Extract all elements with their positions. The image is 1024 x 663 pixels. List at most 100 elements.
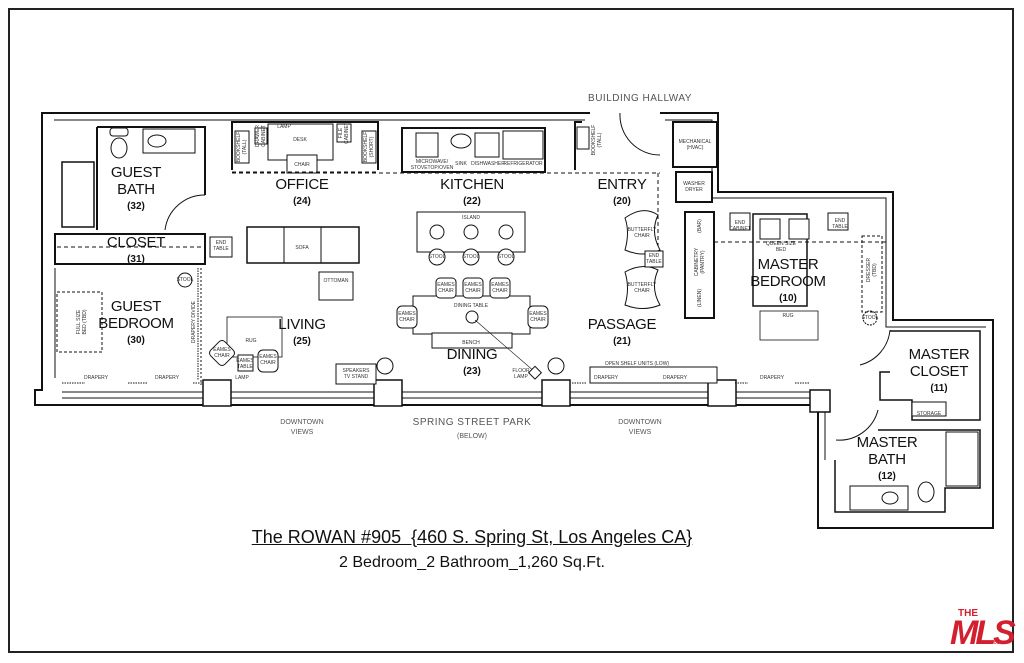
end-table-label: END TABLE: [832, 218, 848, 230]
downtown-views-label: DOWNTOWN VIEWS: [280, 419, 324, 436]
drapery-label: DRAPERY: [759, 375, 785, 381]
ottoman-label: OTTOMAN: [323, 278, 349, 284]
room-master-bath: MASTER BATH (12): [857, 434, 918, 485]
room-name: DINING: [446, 346, 498, 363]
eames-chair-label: EAMES CHAIR: [491, 282, 509, 294]
sofa-label: SOFA: [295, 245, 309, 251]
mls-logo: THE MLS .com: [948, 606, 1016, 652]
dining-table-label: DINING TABLE: [453, 303, 489, 309]
downtown-views-label: DOWNTOWN VIEWS: [618, 419, 662, 436]
tv-stand-label: SPEAKERS TV STAND: [342, 368, 370, 380]
bench-label: BENCH: [462, 340, 480, 346]
logo-mls: MLS: [950, 614, 1016, 652]
end-cabinet-label: END CABINET: [729, 220, 751, 232]
room-number: (32): [127, 201, 145, 212]
end-table-label: END TABLE: [213, 240, 229, 252]
room-name: ENTRY: [597, 176, 647, 193]
room-number: (21): [613, 336, 631, 347]
rug-label: RUG: [245, 338, 257, 344]
dresser-label: DRESSER (TBD): [866, 257, 878, 283]
storage-label: STORAGE: [916, 411, 942, 417]
park-below-note: (BELOW): [457, 433, 487, 440]
room-name: PASSAGE: [587, 316, 657, 333]
room-name: MASTER BATH: [856, 434, 918, 468]
room-passage: PASSAGE (21): [587, 316, 657, 350]
drapery-label: DRAPERY: [83, 375, 109, 381]
island-label: ISLAND: [461, 215, 481, 221]
desk-label: DESK: [293, 137, 307, 143]
drapery-label: DRAPERY: [662, 375, 688, 381]
room-closet: CLOSET(31): [106, 234, 166, 268]
bookshelf-label: BOOKSHELF (TALL): [236, 131, 248, 163]
queen-bed-label: QUEEN SIZE BED: [765, 241, 797, 253]
microwave-label: MICROWAVE/ STOVETOP/OVEN: [410, 159, 454, 171]
room-number: (30): [127, 335, 145, 346]
open-shelf-units-label: OPEN SHELF UNITS (LOW): [604, 361, 670, 367]
refrigerator-label: REFRIGERATOR: [503, 161, 543, 167]
eames-chair-label: EAMES CHAIR: [259, 354, 277, 366]
room-guest-bedroom: GUEST BEDROOM (30): [98, 298, 174, 349]
listing-summary: 2 Bedroom_2 Bathroom_1,260 Sq.Ft.: [339, 554, 605, 571]
listing-title: The ROWAN #905 {460 S. Spring St, Los An…: [251, 527, 693, 547]
drawer-cabinet-label: DRAWER CABINET: [255, 124, 267, 148]
butterfly-chair-label: BUTTERFLY CHAIR: [627, 282, 657, 294]
eames-chair-label: EAMES CHAIR: [529, 311, 547, 323]
room-name: GUEST BEDROOM: [98, 298, 174, 332]
eames-table-label: EAMES TABLE: [236, 358, 254, 370]
drapery-label: DRAPERY: [593, 375, 619, 381]
chair-label: CHAIR: [294, 162, 310, 168]
full-bed-label: FULL SIZE BED (TBD): [76, 309, 88, 335]
room-kitchen: KITCHEN (22): [440, 176, 504, 210]
rug-label: RUG: [782, 313, 794, 319]
stool-label: STOOL: [428, 254, 446, 260]
room-living: LIVING(25): [278, 316, 326, 350]
eames-chair-label: EAMES CHAIR: [398, 311, 416, 323]
stool-label: STOOL: [176, 277, 194, 283]
pantry-label: CABINETRY (PANTRY): [694, 247, 706, 277]
room-name: OFFICE: [275, 176, 329, 193]
bar-label: (BAR): [697, 219, 703, 233]
room-number: (20): [613, 196, 631, 207]
mechanical-label: MECHANICAL (HVAC): [678, 139, 712, 151]
room-guest-bath: GUEST BATH (32): [111, 164, 161, 215]
drapery-label: DRAPERY: [154, 375, 180, 381]
room-number: (10): [779, 293, 797, 304]
room-entry: ENTRY (20): [597, 176, 646, 210]
stool-label: STOOL: [861, 315, 879, 321]
end-table-label: END TABLE: [646, 253, 662, 265]
room-master-closet: MASTER CLOSET (11): [909, 346, 970, 397]
eames-chair-label: EAMES CHAIR: [437, 282, 455, 294]
stool-label: STOOL: [462, 254, 480, 260]
butterfly-chair-label: BUTTERFLY CHAIR: [627, 227, 657, 239]
bookshelf-label: BOOKSHELF (TALL): [591, 124, 603, 156]
room-name: KITCHEN: [440, 176, 504, 193]
room-number: (24): [293, 196, 311, 207]
room-number: (23): [463, 366, 481, 377]
room-number: (25): [293, 336, 311, 347]
drapery-divide-label: DRAPERY DIVIDE: [191, 300, 197, 344]
sink-label: SINK: [455, 161, 467, 167]
room-number: (12): [878, 471, 896, 482]
lamp-label: LAMP: [277, 124, 291, 130]
room-name: GUEST BATH: [110, 164, 162, 198]
outer-wall: [34, 112, 818, 406]
floor-lamp-label: FLOOR LAMP: [512, 368, 530, 380]
room-dining: DINING (23): [447, 346, 498, 380]
room-name: CLOSET: [106, 234, 166, 251]
logo-com: .com: [992, 640, 1006, 646]
logo-the: THE: [958, 608, 978, 619]
room-master-bedroom: MASTER BEDROOM(10): [750, 256, 826, 307]
file-cabinet-label: FILE CABINET: [338, 122, 350, 144]
spring-street-park-label: SPRING STREET PARK: [412, 417, 532, 428]
room-number: (22): [463, 196, 481, 207]
page-frame: [8, 8, 1014, 653]
eames-chair-label: EAMES CHAIR: [213, 347, 231, 359]
dishwasher-label: DISHWASHER: [471, 161, 505, 167]
room-number: (11): [930, 383, 948, 394]
room-name: MASTER CLOSET: [908, 346, 970, 380]
bookshelf-label: BOOKSHELF (SHORT): [363, 131, 375, 163]
building-hallway-label: BUILDING HALLWAY: [588, 93, 692, 104]
lamp-label: LAMP: [235, 375, 249, 381]
stool-label: STOOL: [497, 254, 515, 260]
